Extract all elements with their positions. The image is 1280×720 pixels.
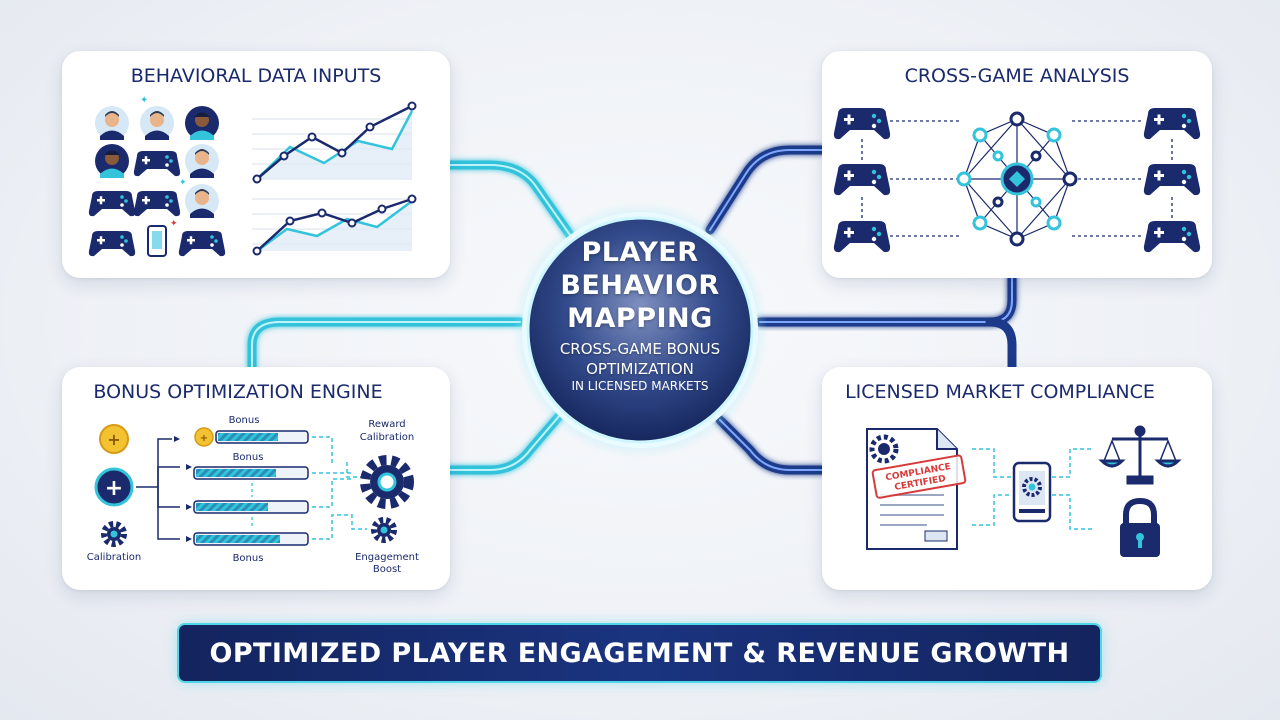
- reward-label-line1: Reward: [368, 419, 405, 430]
- crossgame-title: CROSS-GAME ANALYSIS: [905, 65, 1130, 87]
- bonus-progress-bar: [215, 430, 309, 444]
- bonus-illustration: BONUS OPTIMIZATION ENGINE + + Calibratio…: [87, 381, 419, 575]
- gamepad-icon: [1143, 221, 1201, 253]
- reward-label-line2: Calibration: [360, 432, 414, 443]
- person-avatar-icon: [185, 144, 219, 178]
- cross-game-illustration: CROSS-GAME ANALYSIS: [833, 65, 1201, 253]
- gamepad-icon: [1143, 164, 1201, 196]
- line-chart-icon: [252, 101, 417, 184]
- cross-game-panel: CROSS-GAME ANALYSIS: [822, 51, 1212, 278]
- gear-icon: [360, 455, 414, 509]
- bonus-engine-panel: BONUS OPTIMIZATION ENGINE + + Calibratio…: [62, 367, 450, 590]
- gear-icon: [374, 520, 394, 540]
- bonus-coin-icon: +: [194, 427, 214, 447]
- svg-text:+: +: [107, 430, 120, 449]
- engagement-label-line2: Boost: [373, 564, 401, 575]
- svg-text:+: +: [200, 433, 208, 444]
- person-avatar-icon: [95, 106, 129, 140]
- hub-subtitle-market: IN LICENSED MARKETS: [571, 379, 709, 393]
- calibration-label: Calibration: [87, 552, 141, 563]
- scales-icon: [1098, 425, 1182, 485]
- gamepad-icon: [1143, 108, 1201, 140]
- hub-title: PLAYER BEHAVIOR MAPPING: [560, 237, 720, 334]
- bonus-progress-bar: [193, 532, 309, 546]
- svg-text:+: +: [105, 476, 123, 501]
- add-bonus-icon: +: [94, 467, 134, 507]
- bonus-label-mid: Bonus: [233, 452, 264, 463]
- gamepad-icon: [133, 151, 181, 177]
- hub-text: PLAYER BEHAVIOR MAPPING CROSS-GAME BONUS…: [510, 236, 770, 393]
- gamepad-icon: [133, 191, 181, 217]
- svg-text:✦: ✦: [170, 219, 178, 229]
- person-avatar-icon: [140, 106, 174, 140]
- svg-text:✦: ✦: [140, 95, 148, 106]
- person-avatar-icon: [185, 106, 219, 140]
- gamepad-icon: [833, 164, 891, 196]
- svg-text:✦: ✦: [179, 178, 187, 188]
- gamepad-icon: [88, 231, 136, 257]
- smartphone-icon: [147, 225, 167, 257]
- behavioral-title: BEHAVIORAL DATA INPUTS: [131, 65, 382, 87]
- line-chart-icon: [252, 194, 417, 256]
- bonus-label-top: Bonus: [229, 415, 260, 426]
- bonus-title: BONUS OPTIMIZATION ENGINE: [93, 381, 382, 403]
- behavioral-data-panel: BEHAVIORAL DATA INPUTS ✦ ✦ ✦: [62, 51, 450, 278]
- person-avatar-icon: [95, 144, 129, 178]
- banner-text: OPTIMIZED PLAYER ENGAGEMENT & REVENUE GR…: [209, 637, 1070, 669]
- connector-bonus-top: [247, 317, 525, 372]
- padlock-icon: [1120, 497, 1160, 557]
- smartphone-icon: [1012, 461, 1052, 523]
- gamepad-icon: [178, 231, 226, 257]
- gear-icon: [104, 524, 124, 544]
- central-hub: [512, 202, 768, 458]
- compliance-illustration: LICENSED MARKET COMPLIANCE COMPLIANCE CE…: [845, 381, 1182, 557]
- summary-banner: OPTIMIZED PLAYER ENGAGEMENT & REVENUE GR…: [179, 625, 1100, 681]
- compliance-panel: LICENSED MARKET COMPLIANCE COMPLIANCE CE…: [822, 367, 1212, 590]
- behavioral-illustration: BEHAVIORAL DATA INPUTS ✦ ✦ ✦: [88, 65, 417, 257]
- hub-subtitle: CROSS-GAME BONUS OPTIMIZATION: [559, 340, 721, 378]
- gamepad-icon: [833, 108, 891, 140]
- gamepad-icon: [833, 221, 891, 253]
- connector-right-side: [755, 273, 1017, 327]
- bonus-progress-bar: [193, 466, 309, 480]
- network-node-icon: [956, 111, 1078, 247]
- compliance-title: LICENSED MARKET COMPLIANCE: [845, 381, 1155, 403]
- bonus-label-bottom: Bonus: [233, 553, 264, 564]
- engagement-label-line1: Engagement: [355, 552, 419, 563]
- gamepad-icon: [88, 191, 136, 217]
- person-avatar-icon: [185, 184, 219, 218]
- bonus-progress-bar: [193, 500, 309, 514]
- coin-plus-icon: +: [99, 424, 129, 454]
- compliance-stamp: COMPLIANCE CERTIFIED: [871, 454, 967, 499]
